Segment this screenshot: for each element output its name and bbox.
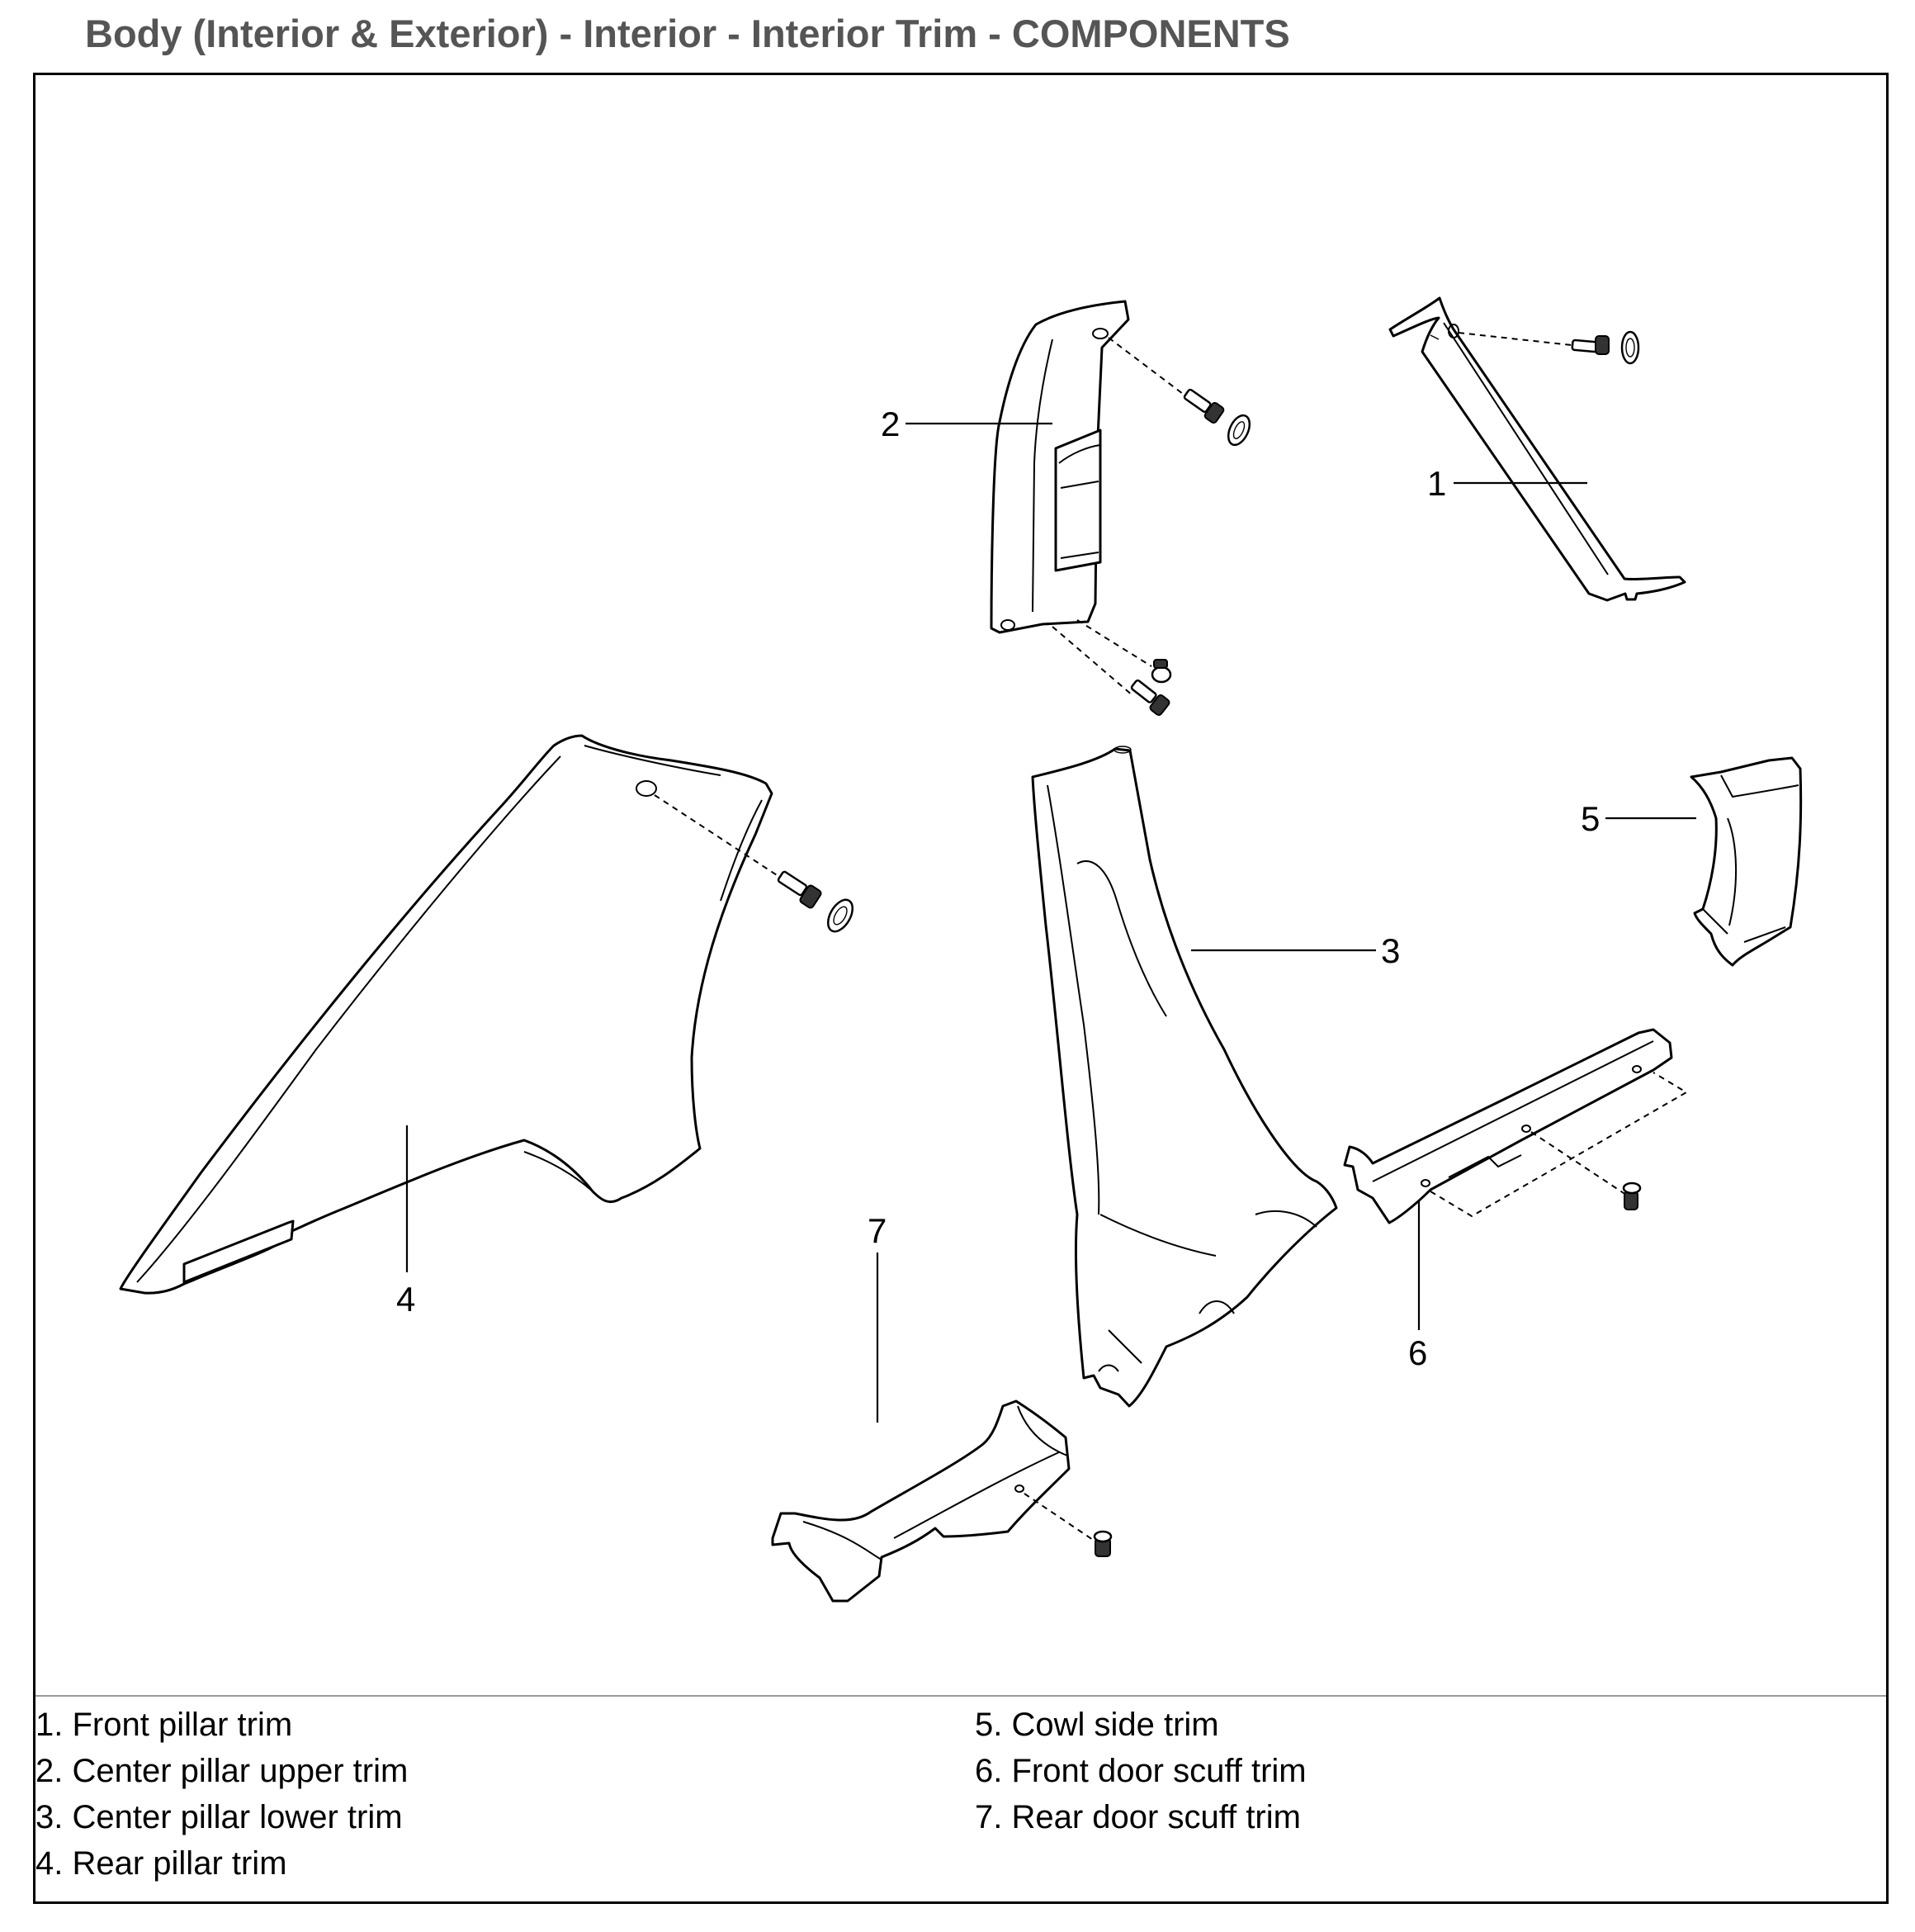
- diagram-frame: 1 2 3 4 5 6 7 1. Front pillar trim 2. Ce…: [33, 73, 1889, 1904]
- legend-item: 4. Rear pillar trim: [35, 1845, 287, 1882]
- legend-item: 2. Center pillar upper trim: [35, 1753, 409, 1789]
- screw-icon: [1130, 679, 1170, 716]
- clip-icon: [1620, 330, 1640, 365]
- callout-2: 2: [881, 405, 900, 443]
- parts-legend: 1. Front pillar trim 2. Center pillar up…: [35, 1702, 1886, 1900]
- legend-item: 3. Center pillar lower trim: [35, 1799, 403, 1835]
- screw-icon: [1571, 335, 1610, 355]
- callout-5: 5: [1581, 799, 1600, 838]
- legend-column-right: 5. Cowl side trim 6. Front door scuff tr…: [975, 1702, 1307, 1840]
- callout-7: 7: [868, 1211, 887, 1250]
- callout-1: 1: [1427, 464, 1446, 503]
- front-door-scuff-trim: [1343, 1028, 1688, 1224]
- callout-4: 4: [396, 1280, 415, 1319]
- legend-divider: [35, 1695, 1886, 1697]
- front-pillar-trim: [1388, 296, 1686, 602]
- clip-icon: [1151, 659, 1172, 684]
- screw-icon: [1183, 388, 1225, 424]
- rear-door-scuff-trim: [771, 1399, 1113, 1603]
- center-pillar-lower-trim: [1031, 746, 1338, 1408]
- callout-6: 6: [1408, 1333, 1427, 1372]
- screw-icon: [1622, 1181, 1642, 1210]
- center-pillar-upper-trim: [990, 300, 1251, 716]
- clip-icon: [826, 898, 854, 933]
- cowl-side-trim: [1690, 756, 1803, 967]
- screw-icon: [777, 870, 822, 909]
- exploded-view-diagram: 1 2 3 4 5 6 7: [35, 75, 1886, 1695]
- screw-icon: [1093, 1530, 1113, 1557]
- legend-item: 1. Front pillar trim: [35, 1707, 293, 1743]
- legend-item: 7. Rear door scuff trim: [975, 1799, 1301, 1835]
- leader-lines: [405, 422, 1696, 1423]
- rear-pillar-trim: [119, 734, 854, 1295]
- legend-item: 5. Cowl side trim: [975, 1707, 1219, 1743]
- clip-icon: [1227, 414, 1251, 447]
- page-title: Body (Interior & Exterior) - Interior - …: [85, 12, 1290, 55]
- legend-item: 6. Front door scuff trim: [975, 1753, 1307, 1789]
- legend-column-left: 1. Front pillar trim 2. Center pillar up…: [35, 1702, 408, 1887]
- callout-3: 3: [1381, 931, 1400, 970]
